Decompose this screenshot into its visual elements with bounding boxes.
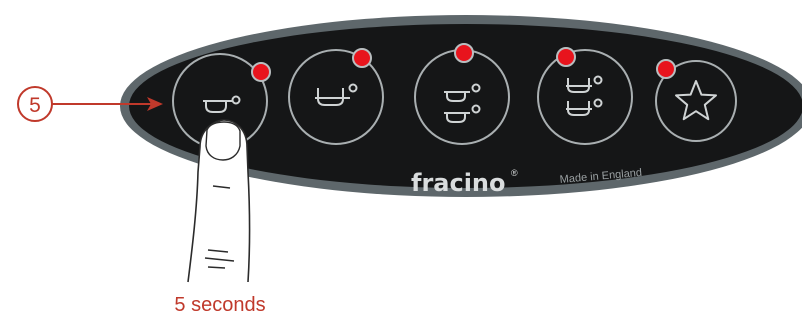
- svg-text:®: ®: [511, 168, 518, 178]
- led-indicator: [455, 44, 473, 62]
- led-indicator: [252, 63, 270, 81]
- led-indicator: [353, 49, 371, 67]
- svg-text:fracino: fracino: [411, 169, 506, 197]
- brand-logo: fracino ®: [411, 168, 518, 197]
- led-indicator: [657, 60, 675, 78]
- led-indicator: [557, 48, 575, 66]
- svg-text:5: 5: [29, 94, 41, 117]
- duration-caption: 5 seconds: [155, 294, 285, 317]
